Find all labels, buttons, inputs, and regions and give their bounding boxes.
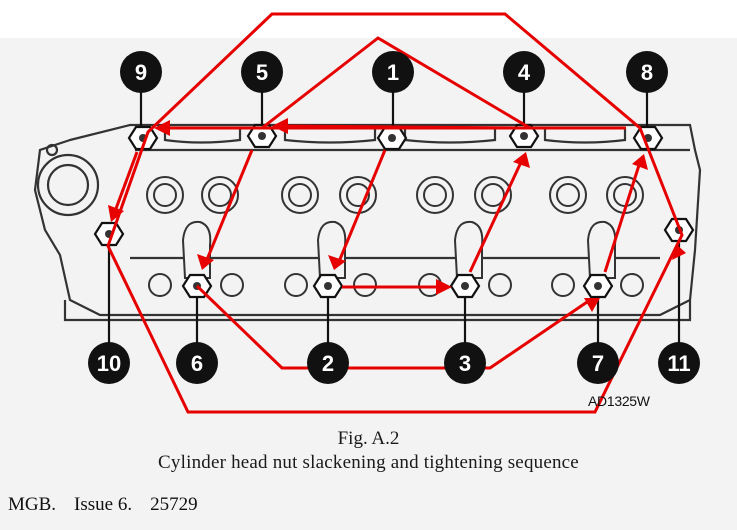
badge-5-number: 5 <box>256 60 268 85</box>
badge-6: 6 <box>176 342 218 384</box>
badge-3-number: 3 <box>459 351 471 376</box>
badge-4-number: 4 <box>518 60 531 85</box>
inner-loop <box>261 36 531 130</box>
badge-11: 11 <box>658 342 700 384</box>
sequence-badges: 9 5 1 4 8 10 6 2 3 7 11 <box>88 51 700 384</box>
footer-number: 25729 <box>150 494 198 515</box>
footer-issue: Issue 6. <box>74 494 133 515</box>
figure-caption: Cylinder head nut slackening and tighten… <box>158 452 579 473</box>
badge-10: 10 <box>88 342 130 384</box>
arrow-7-8 <box>603 161 642 273</box>
footer-model: MGB. <box>8 494 57 515</box>
page-footer: MGB. Issue 6. 25729 <box>8 494 216 516</box>
sequence-path <box>106 12 684 414</box>
badge-2: 2 <box>307 342 349 384</box>
badge-7: 7 <box>577 342 619 384</box>
badge-8: 8 <box>626 51 668 93</box>
scan-margin <box>0 0 737 38</box>
badge-1-number: 1 <box>387 60 399 85</box>
pushrod-holes <box>148 273 644 297</box>
badge-5: 5 <box>241 51 283 93</box>
badge-11-number: 11 <box>667 351 690 376</box>
badge-9: 9 <box>120 51 162 93</box>
arrow-1-2 <box>336 149 387 265</box>
badge-9-number: 9 <box>135 60 147 85</box>
badge-6-number: 6 <box>191 351 203 376</box>
badge-7-number: 7 <box>592 351 604 376</box>
arrow-5-6 <box>204 149 254 263</box>
badge-4: 4 <box>503 51 545 93</box>
figure-label: Fig. A.2 <box>337 428 400 449</box>
badge-10-number: 10 <box>97 351 121 376</box>
badge-leaders <box>107 90 681 345</box>
badge-3: 3 <box>444 342 486 384</box>
inner-loop-lower <box>195 284 591 370</box>
arrow-3-4 <box>468 159 524 273</box>
arrowheads <box>108 118 686 312</box>
cylinder-head-outline <box>33 123 702 322</box>
drawing-code: AD1325W <box>588 393 650 409</box>
badge-1: 1 <box>372 51 414 93</box>
arrow-9-10 <box>112 151 139 215</box>
badge-2-number: 2 <box>322 351 334 376</box>
valve-seats <box>146 176 644 214</box>
badge-8-number: 8 <box>641 60 653 85</box>
outer-loop <box>106 12 684 414</box>
